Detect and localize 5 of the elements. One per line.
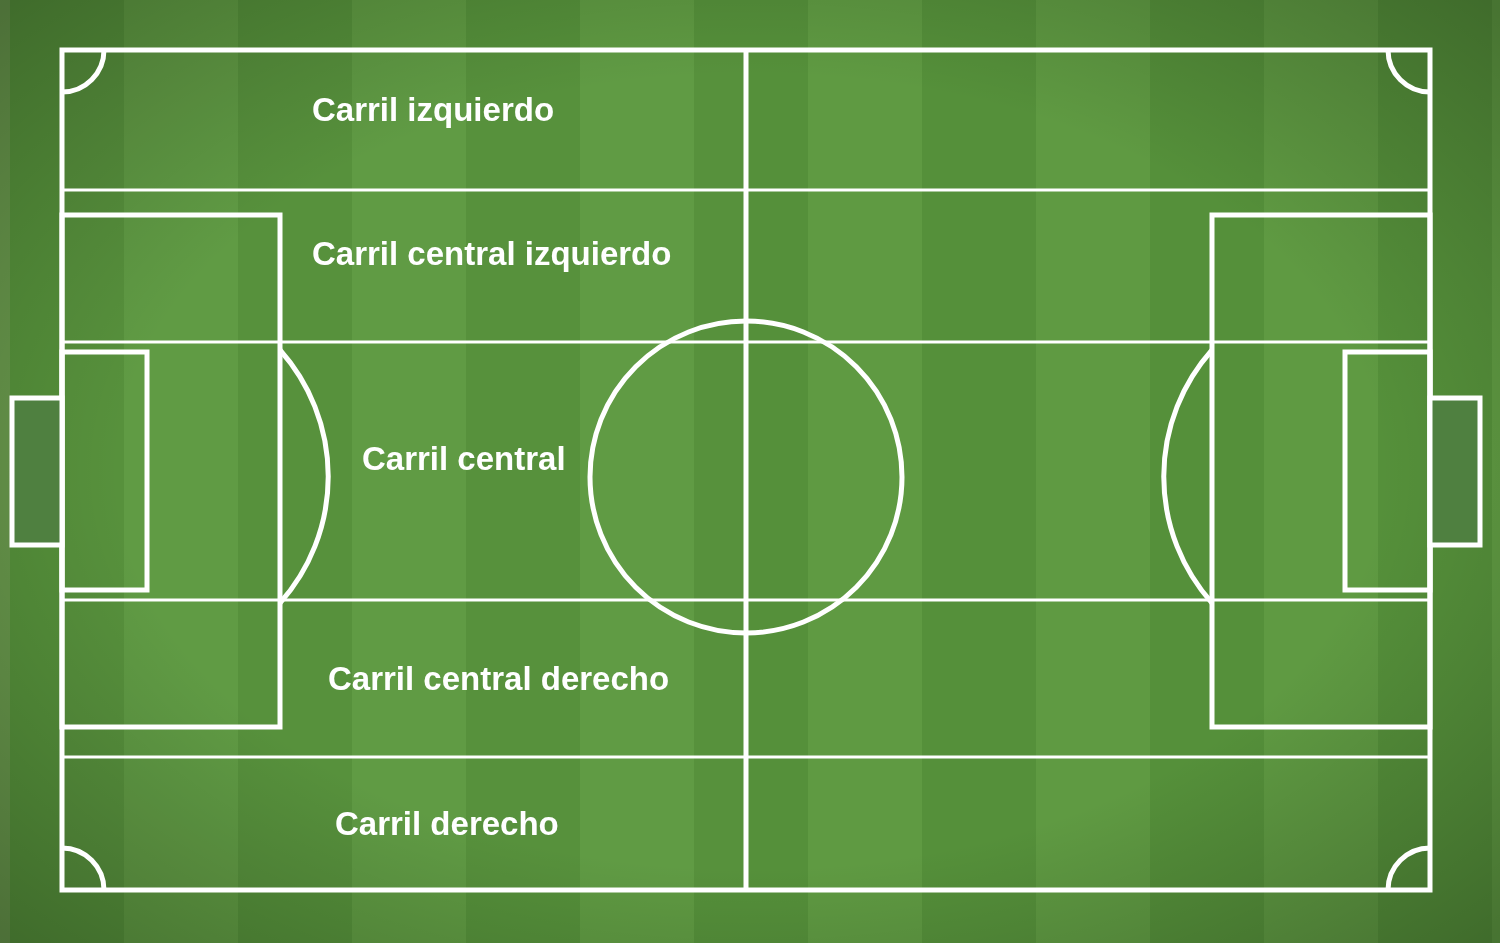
lane-label: Carril central <box>362 440 566 478</box>
lane-label: Carril central izquierdo <box>312 235 672 273</box>
lane-label: Carril izquierdo <box>312 91 555 129</box>
lane-label: Carril central derecho <box>328 659 670 698</box>
lane-label: Carril derecho <box>335 804 559 843</box>
